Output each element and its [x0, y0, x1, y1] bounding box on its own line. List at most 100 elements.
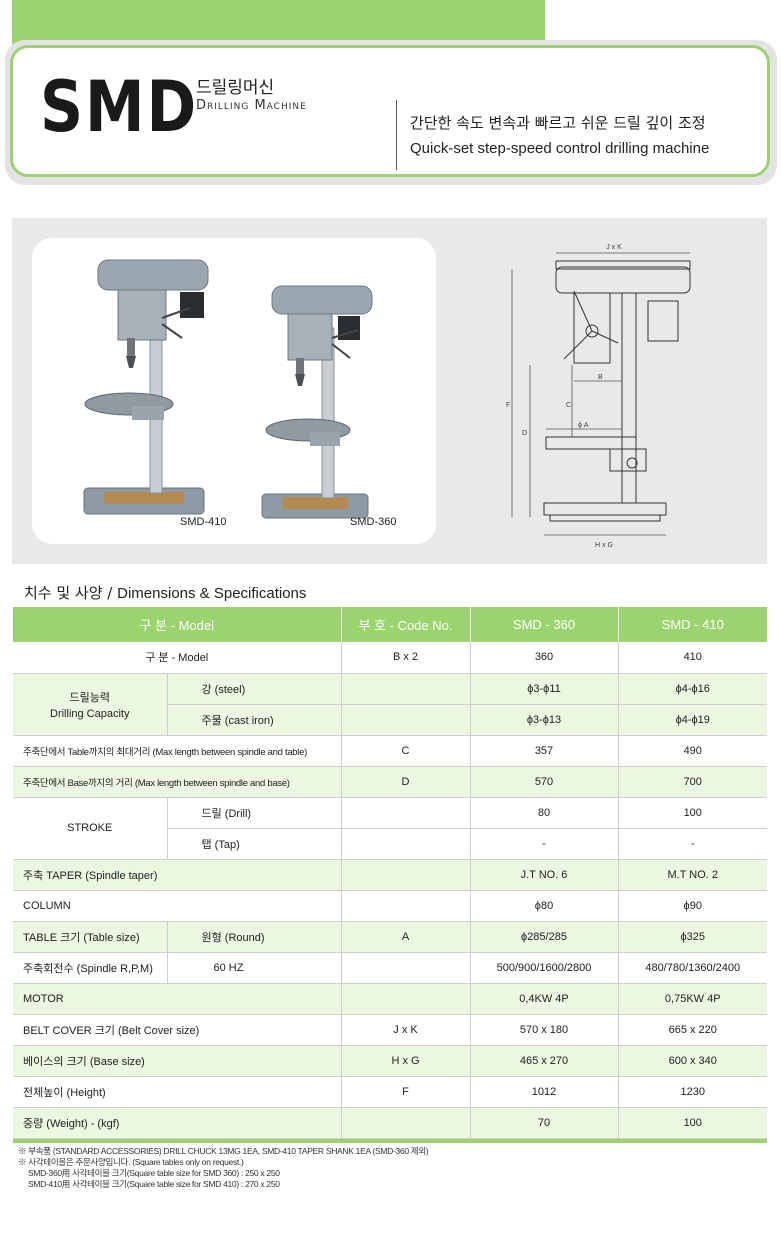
table-row-capacity-steel: 드릴능력 Drilling Capacity 강 (steel) ϕ3-ϕ11 … [13, 673, 767, 736]
machine-smd-360-illustration [261, 285, 373, 519]
note-square-tables: ※ 사각테이블은 주문사양입니다. (Square tables only on… [18, 1157, 244, 1167]
cell-label: 주축 TAPER (Spindle taper) [13, 859, 342, 891]
header-smd410: SMD - 410 [618, 607, 767, 642]
table-row-stroke-tap: 탭 (Tap) - - [13, 828, 767, 860]
table-row-column: COLUMN ϕ80 ϕ90 [13, 890, 767, 922]
tagline-english: Quick-set step-speed control drilling ma… [410, 140, 710, 157]
table-row-belt: BELT COVER 크기 (Belt Cover size) J x K 57… [13, 1014, 767, 1046]
cell-code [341, 1107, 471, 1139]
dim-d-label: D [522, 430, 527, 437]
cell-smd360: 1012 [470, 1076, 619, 1108]
cell-label: 구 분 - Model [13, 642, 342, 674]
tagline-korean: 간단한 속도 변속과 빠르고 쉬운 드릴 깊이 조정 [410, 114, 706, 132]
cell-smd410: 600 x 340 [618, 1045, 767, 1077]
cell-sublabel: 60 HZ [167, 952, 342, 984]
cell-smd360: J.T NO. 6 [470, 859, 619, 891]
photo-label-smd-410: SMD-410 [180, 516, 227, 528]
note-smd360-square: SMD-360用 사각테이블 크기(Square table size for … [28, 1168, 280, 1178]
cell-code [341, 952, 471, 984]
cell-label: 주축단에서 Table까지의 최대거리 (Max length between … [13, 735, 342, 767]
header-model: 구 분 - Model [13, 607, 342, 642]
cell-smd410: 1230 [618, 1076, 767, 1108]
cell-smd410: 100 [618, 797, 767, 829]
cell-smd360: 360 [470, 642, 619, 674]
table-row-max-table: 주축단에서 Table까지의 최대거리 (Max length between … [13, 735, 767, 767]
cell-code [341, 983, 471, 1015]
cell-smd410: 480/780/1360/2400 [618, 952, 767, 984]
cell-smd410: 100 [618, 1107, 767, 1139]
cell-code: B x 2 [341, 642, 471, 674]
cell-smd410: 410 [618, 642, 767, 674]
cell-label: BELT COVER 크기 (Belt Cover size) [13, 1014, 342, 1046]
capacity-label-korean: 드릴능력 [69, 691, 110, 704]
cell-smd410: - [618, 828, 767, 860]
cell-code [341, 797, 471, 829]
cell-stroke-label: STROKE [13, 797, 168, 860]
cell-smd360: 570 x 180 [470, 1014, 619, 1046]
cell-smd360: 80 [470, 797, 619, 829]
cell-sublabel: 강 (steel) [167, 673, 342, 705]
cell-smd360: 0,4KW 4P [470, 983, 619, 1015]
cell-label: 중량 (Weight) - (kgf) [13, 1107, 342, 1139]
cell-label: TABLE 크기 (Table size) [13, 921, 168, 953]
cell-smd410: 490 [618, 735, 767, 767]
section-title-korean: 치수 및 사양 / [24, 584, 118, 602]
table-row-model: 구 분 - Model B x 2 360 410 [13, 642, 767, 674]
cell-smd360: 465 x 270 [470, 1045, 619, 1077]
cell-smd410: ϕ4-ϕ16 [618, 673, 767, 705]
table-row-height: 전체높이 (Height) F 1012 1230 [13, 1076, 767, 1108]
note-smd410-square: SMD-410用 사각테이블 크기(Square table size for … [28, 1179, 280, 1189]
dim-jk-label: J x K [606, 244, 622, 251]
cell-smd360: 70 [470, 1107, 619, 1139]
cell-smd360: ϕ80 [470, 890, 619, 922]
cell-smd360: 500/900/1600/2800 [470, 952, 619, 984]
cell-smd360: 570 [470, 766, 619, 798]
cell-smd410: 0,75KW 4P [618, 983, 767, 1015]
cell-code: H x G [341, 1045, 471, 1077]
cell-smd410: M.T NO. 2 [618, 859, 767, 891]
cell-code [341, 859, 471, 891]
photo-card [32, 238, 436, 544]
cell-label: 주축회전수 (Spindle R,P,M) [13, 952, 168, 984]
table-row-rpm: 주축회전수 (Spindle R,P,M) 60 HZ 500/900/1600… [13, 952, 767, 984]
capacity-label-english: Drilling Capacity [50, 707, 130, 720]
header-smd360: SMD - 360 [470, 607, 619, 642]
cell-code: F [341, 1076, 471, 1108]
table-row-taper: 주축 TAPER (Spindle taper) J.T NO. 6 M.T N… [13, 859, 767, 891]
table-bottom-bar-cell [13, 1138, 767, 1143]
table-row-table-size: TABLE 크기 (Table size) 원형 (Round) A ϕ285/… [13, 921, 767, 953]
cell-code: A [341, 921, 471, 953]
cell-smd410: 700 [618, 766, 767, 798]
cell-smd410: ϕ325 [618, 921, 767, 953]
drill-press-photos [83, 259, 373, 519]
cell-label: 베이스의 크기 (Base size) [13, 1045, 342, 1077]
cell-smd360: 357 [470, 735, 619, 767]
divider [396, 100, 397, 170]
cell-code: D [341, 766, 471, 798]
cell-code [341, 828, 471, 860]
dim-b-label: B [598, 374, 603, 381]
table-row-motor: MOTOR 0,4KW 4P 0,75KW 4P [13, 983, 767, 1015]
cell-smd360: ϕ3-ϕ13 [470, 704, 619, 736]
title-english: Drilling Machine [196, 98, 307, 113]
cell-smd360: - [470, 828, 619, 860]
cell-smd410: 665 x 220 [618, 1014, 767, 1046]
cell-sublabel: 원형 (Round) [167, 921, 342, 953]
cell-label: 전체높이 (Height) [13, 1076, 342, 1108]
cell-code [341, 890, 471, 922]
machine-smd-410-illustration [83, 259, 209, 515]
brand-logo: SMD [40, 66, 199, 148]
cell-smd360: ϕ285/285 [470, 921, 619, 953]
header-box [10, 45, 770, 177]
footnotes: ※ 부속품 (STANDARD ACCESSORIES) DRILL CHUCK… [18, 1146, 429, 1190]
cell-code [341, 704, 471, 736]
photo-label-smd-360: SMD-360 [350, 516, 397, 528]
cell-smd360: ϕ3-ϕ11 [470, 673, 619, 705]
table-row-weight: 중량 (Weight) - (kgf) 70 100 [13, 1107, 767, 1139]
table-bottom-bar [13, 1138, 767, 1143]
cell-label: MOTOR [13, 983, 342, 1015]
cell-sublabel: 드릴 (Drill) [167, 797, 342, 829]
note-accessories: ※ 부속품 (STANDARD ACCESSORIES) DRILL CHUCK… [18, 1146, 429, 1156]
table-row-stroke-drill: STROKE 드릴 (Drill) 80 100 [13, 797, 767, 860]
dim-hg-label: H x G [595, 542, 613, 549]
